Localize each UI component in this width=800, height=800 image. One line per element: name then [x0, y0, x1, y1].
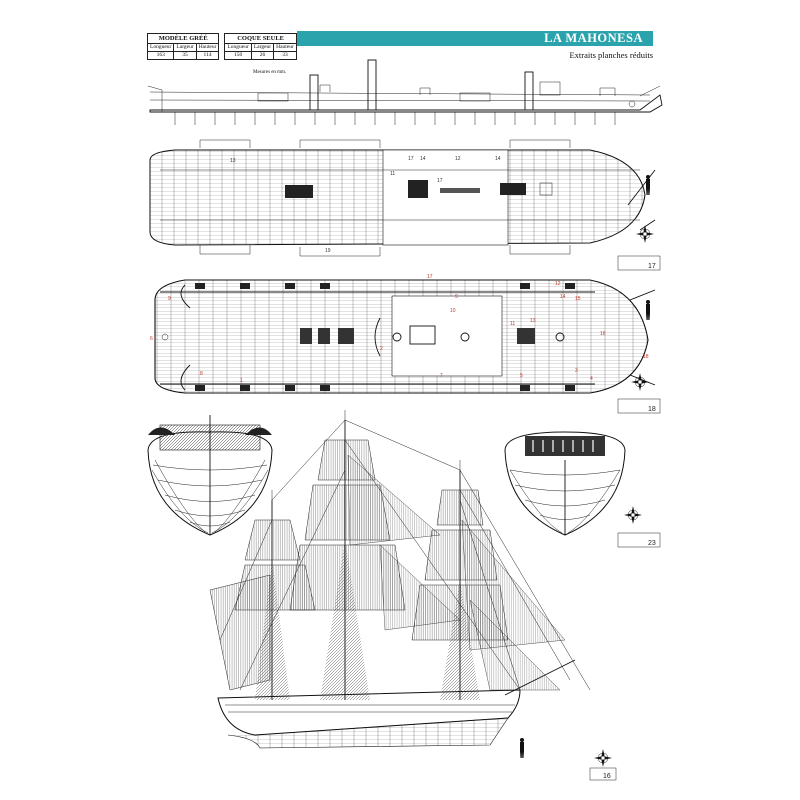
hull-val-height: 33: [273, 51, 297, 60]
svg-text:16: 16: [600, 331, 606, 337]
plate-number-16: 16: [603, 773, 611, 780]
svg-text:17: 17: [437, 178, 443, 184]
svg-text:12: 12: [455, 156, 461, 162]
svg-text:13: 13: [230, 158, 236, 164]
model-val-length: 163: [146, 51, 175, 60]
upper-deck-plan: 9 6 1 2 9 10 11 13 12 14 15 16 17 18 3 4…: [150, 274, 661, 414]
svg-text:14: 14: [560, 294, 566, 300]
svg-text:10: 10: [450, 308, 456, 314]
page-subtitle: Extraits planches réduits: [569, 50, 653, 60]
svg-text:12: 12: [555, 281, 561, 287]
dimensions-table: MODÈLE GRÉÉ COQUE SEULE Longueur Largeur…: [146, 33, 297, 60]
svg-text:1: 1: [240, 378, 243, 384]
plate-number-17: 17: [648, 263, 656, 270]
svg-text:18: 18: [643, 354, 649, 360]
svg-text:14: 14: [495, 156, 501, 162]
svg-text:11: 11: [510, 321, 515, 327]
svg-text:7: 7: [440, 373, 443, 379]
svg-text:9: 9: [455, 294, 458, 300]
svg-text:11: 11: [390, 171, 395, 177]
title-bar: LA MAHONESA: [297, 31, 653, 46]
svg-text:17: 17: [427, 274, 433, 280]
svg-text:3: 3: [575, 368, 578, 374]
svg-text:6: 6: [150, 336, 153, 342]
svg-text:9: 9: [168, 296, 171, 302]
longitudinal-profile: [147, 59, 663, 125]
bow-view: 23: [504, 431, 661, 548]
svg-text:17: 17: [408, 156, 414, 162]
plate-number-18: 18: [648, 406, 656, 413]
svg-text:14: 14: [420, 156, 426, 162]
svg-text:8: 8: [200, 371, 203, 377]
svg-text:15: 15: [575, 296, 581, 302]
lower-deck-plan: 17 11 14 12 14 17 19 13 17: [149, 139, 661, 271]
svg-text:5: 5: [520, 373, 523, 379]
svg-text:2: 2: [380, 346, 383, 352]
model-val-height: 114: [195, 51, 220, 60]
page-title: LA MAHONESA: [544, 31, 643, 45]
plate-number-23: 23: [648, 540, 656, 547]
model-val-width: 35: [173, 51, 197, 60]
hull-val-length: 150: [224, 51, 252, 60]
svg-text:4: 4: [590, 376, 593, 382]
svg-text:13: 13: [530, 318, 536, 324]
hull-val-width: 26: [250, 51, 275, 60]
svg-text:19: 19: [325, 248, 331, 254]
sail-plan: 16: [209, 410, 617, 781]
stern-view: [147, 415, 273, 536]
scale-note: Mesures en mm.: [253, 70, 287, 75]
